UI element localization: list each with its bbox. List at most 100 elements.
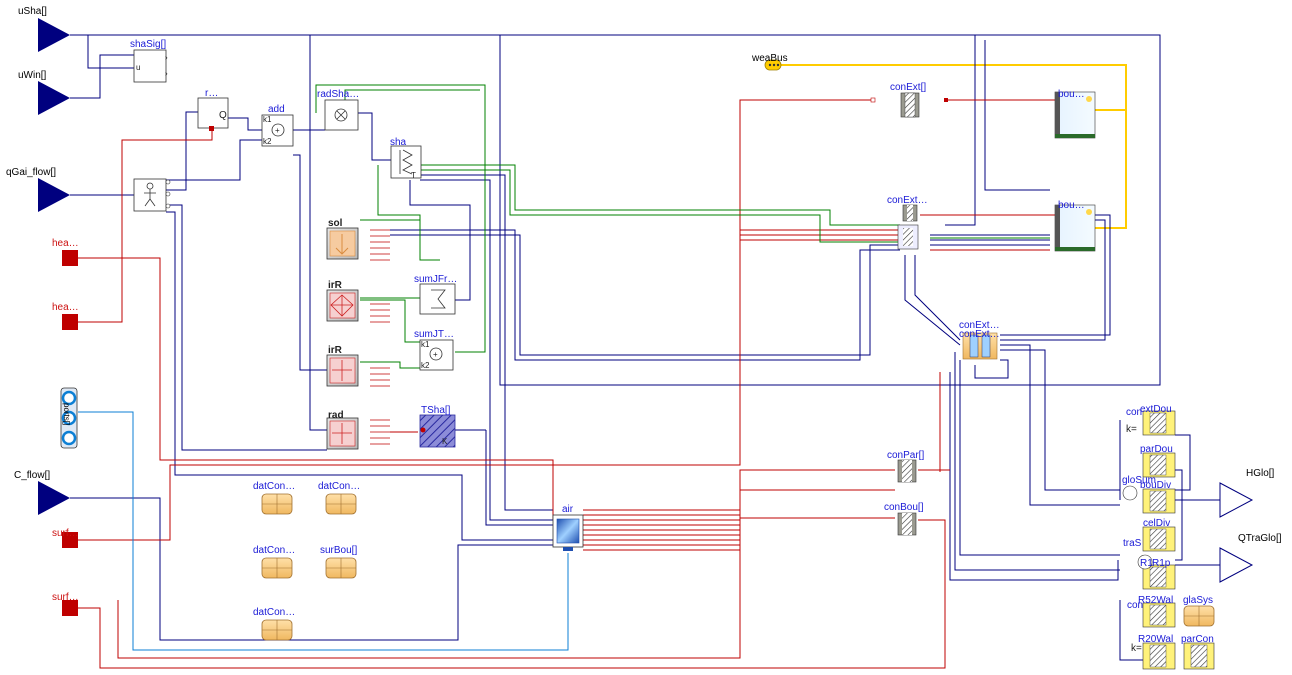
block-parCon[interactable]: parCon <box>1181 634 1215 670</box>
record-datCon1[interactable]: datCon… <box>253 481 295 515</box>
block-bou2-label: bou… <box>1058 200 1085 211</box>
block-radSha[interactable]: radSha… <box>317 89 359 131</box>
record-datCon1-label: datCon… <box>253 481 295 492</box>
record-datCon2-label: datCon… <box>318 481 360 492</box>
block-sumJFr[interactable]: sumJFr… <box>414 274 457 315</box>
block-r-label: r… <box>205 88 218 99</box>
block-sumJT-k1: k1 <box>421 340 430 349</box>
block-add[interactable]: + add k1 k2 <box>261 104 294 147</box>
svg-text:K: K <box>442 437 448 446</box>
block-R20Wal-label: R20Wal <box>1138 634 1173 645</box>
block-extDou[interactable]: con extDou k= <box>1126 404 1176 436</box>
block-sumJT[interactable]: + sumJT… k1 k2 <box>414 329 454 371</box>
block-air-label: air <box>562 504 574 515</box>
block-irR1[interactable]: irR <box>326 280 359 322</box>
block-TSha[interactable]: TSha[] K <box>419 405 456 448</box>
block-TSha-label: TSha[] <box>421 405 451 416</box>
block-sha-label: sha <box>390 137 407 148</box>
input-qGai-flow-label: qGai_flow[] <box>6 167 56 178</box>
record-datCon3-label: datCon… <box>253 545 295 556</box>
block-shaSig[interactable]: shaSig[] u › › <box>130 39 168 83</box>
heat-port-hea1[interactable]: hea… <box>52 238 79 266</box>
heat-port-surf1[interactable]: surf… <box>52 528 79 548</box>
block-rad-label: rad <box>328 410 344 421</box>
block-r[interactable]: r… Q <box>197 88 229 131</box>
block-shaSig-u: u <box>136 63 140 72</box>
block-irR1-label: irR <box>328 280 343 291</box>
weather-bus-label: weaBus <box>751 53 788 64</box>
input-qGai-flow[interactable]: qGai_flow[] <box>6 167 70 212</box>
block-extDou-label: extDou <box>1140 404 1172 415</box>
record-datCon3[interactable]: datCon… <box>253 545 295 579</box>
block-conBou-label: conBou[] <box>884 502 924 513</box>
block-conExtWin[interactable]: conExt… <box>887 195 928 250</box>
block-conPar[interactable]: conPar[] <box>887 450 924 483</box>
connections <box>70 34 1220 669</box>
block-sumJFr-label: sumJFr… <box>414 274 457 285</box>
block-bou2[interactable]: bou… <box>1054 200 1096 252</box>
block-traS-label: traS <box>1123 538 1142 549</box>
record-surBou[interactable]: surBou[] <box>320 545 357 579</box>
block-bou1[interactable]: bou… <box>1054 89 1096 139</box>
block-rad[interactable]: rad <box>326 410 359 450</box>
block-parDou[interactable]: parDou <box>1140 444 1176 478</box>
block-sumJT-k2: k2 <box>421 361 430 370</box>
block-R20Wal[interactable]: R20Wal k= <box>1131 634 1176 670</box>
block-bou1-label: bou… <box>1058 89 1085 100</box>
block-conExt[interactable]: conExt[] <box>870 82 948 118</box>
input-uWin[interactable]: uWin[] <box>18 70 70 115</box>
block-conExtWin-label: conExt… <box>887 195 928 206</box>
heat-port-surf2-label: surf… <box>52 592 79 603</box>
svg-text:T: T <box>411 171 416 180</box>
block-R1p-label: R1p <box>1152 558 1171 569</box>
block-irR2-label: irR <box>328 345 343 356</box>
svg-text:›: › <box>165 69 168 78</box>
block-conBou[interactable]: conBou[] <box>884 502 924 536</box>
block-R1-label: R1 <box>1140 558 1153 569</box>
block-celDiv[interactable]: celDiv <box>1142 518 1176 552</box>
block-parCon-label: parCon <box>1181 634 1214 645</box>
fluid-ports-label: ports[] <box>62 403 71 425</box>
block-shaSig-label: shaSig[] <box>130 39 166 50</box>
block-R52Wal[interactable]: con R52Wal <box>1127 595 1176 628</box>
block-add-k2: k2 <box>263 137 272 146</box>
heat-port-surf2[interactable]: surf… <box>52 592 79 616</box>
heat-port-hea2[interactable]: hea… <box>52 302 79 330</box>
input-uWin-label: uWin[] <box>18 70 47 81</box>
block-con2-label: con <box>1127 600 1143 611</box>
block-sha[interactable]: sha T <box>390 137 422 180</box>
block-add-label: add <box>268 104 285 115</box>
block-sol-label: sol <box>328 218 343 229</box>
block-R1p[interactable]: traS R1 R1p <box>1123 538 1176 590</box>
heat-port-hea1-label: hea… <box>52 238 79 249</box>
block-conExtGla[interactable]: conExt… conExt… <box>959 320 1000 360</box>
input-C-flow-label: C_flow[] <box>14 470 50 481</box>
svg-text:›: › <box>165 53 168 62</box>
record-glaSys-label: glaSys <box>1183 595 1213 606</box>
output-QTraGlo-label: QTraGlo[] <box>1238 533 1282 544</box>
record-glaSys[interactable]: glaSys <box>1183 595 1215 627</box>
record-datCon4[interactable]: datCon… <box>253 607 295 641</box>
input-uSha-label: uSha[] <box>18 6 47 17</box>
block-irR2[interactable]: irR <box>326 345 359 387</box>
block-occupancy[interactable] <box>133 178 171 212</box>
block-parDou-label: parDou <box>1140 444 1173 455</box>
svg-text:+: + <box>433 350 438 359</box>
heat-port-hea2-label: hea… <box>52 302 79 313</box>
block-air[interactable]: air <box>552 504 584 551</box>
output-HGlo-label: HGlo[] <box>1246 468 1275 479</box>
block-add-k1: k1 <box>263 115 272 124</box>
input-C-flow[interactable]: C_flow[] <box>14 470 70 515</box>
block-celDiv-label: celDiv <box>1143 518 1170 529</box>
block-sol[interactable]: sol <box>326 218 359 260</box>
input-uSha[interactable]: uSha[] <box>18 6 70 52</box>
block-k1-label: k= <box>1126 424 1137 435</box>
record-datCon2[interactable]: datCon… <box>318 481 360 515</box>
weather-bus[interactable]: weaBus <box>751 53 788 71</box>
heat-port-surf1-label: surf… <box>52 528 79 539</box>
fluid-ports[interactable]: ports[] <box>60 387 78 449</box>
output-QTraGlo[interactable]: QTraGlo[] <box>1219 533 1282 583</box>
output-HGlo[interactable]: HGlo[] <box>1219 468 1275 518</box>
block-bouDiv[interactable]: gloSum bouDiv <box>1122 475 1176 514</box>
